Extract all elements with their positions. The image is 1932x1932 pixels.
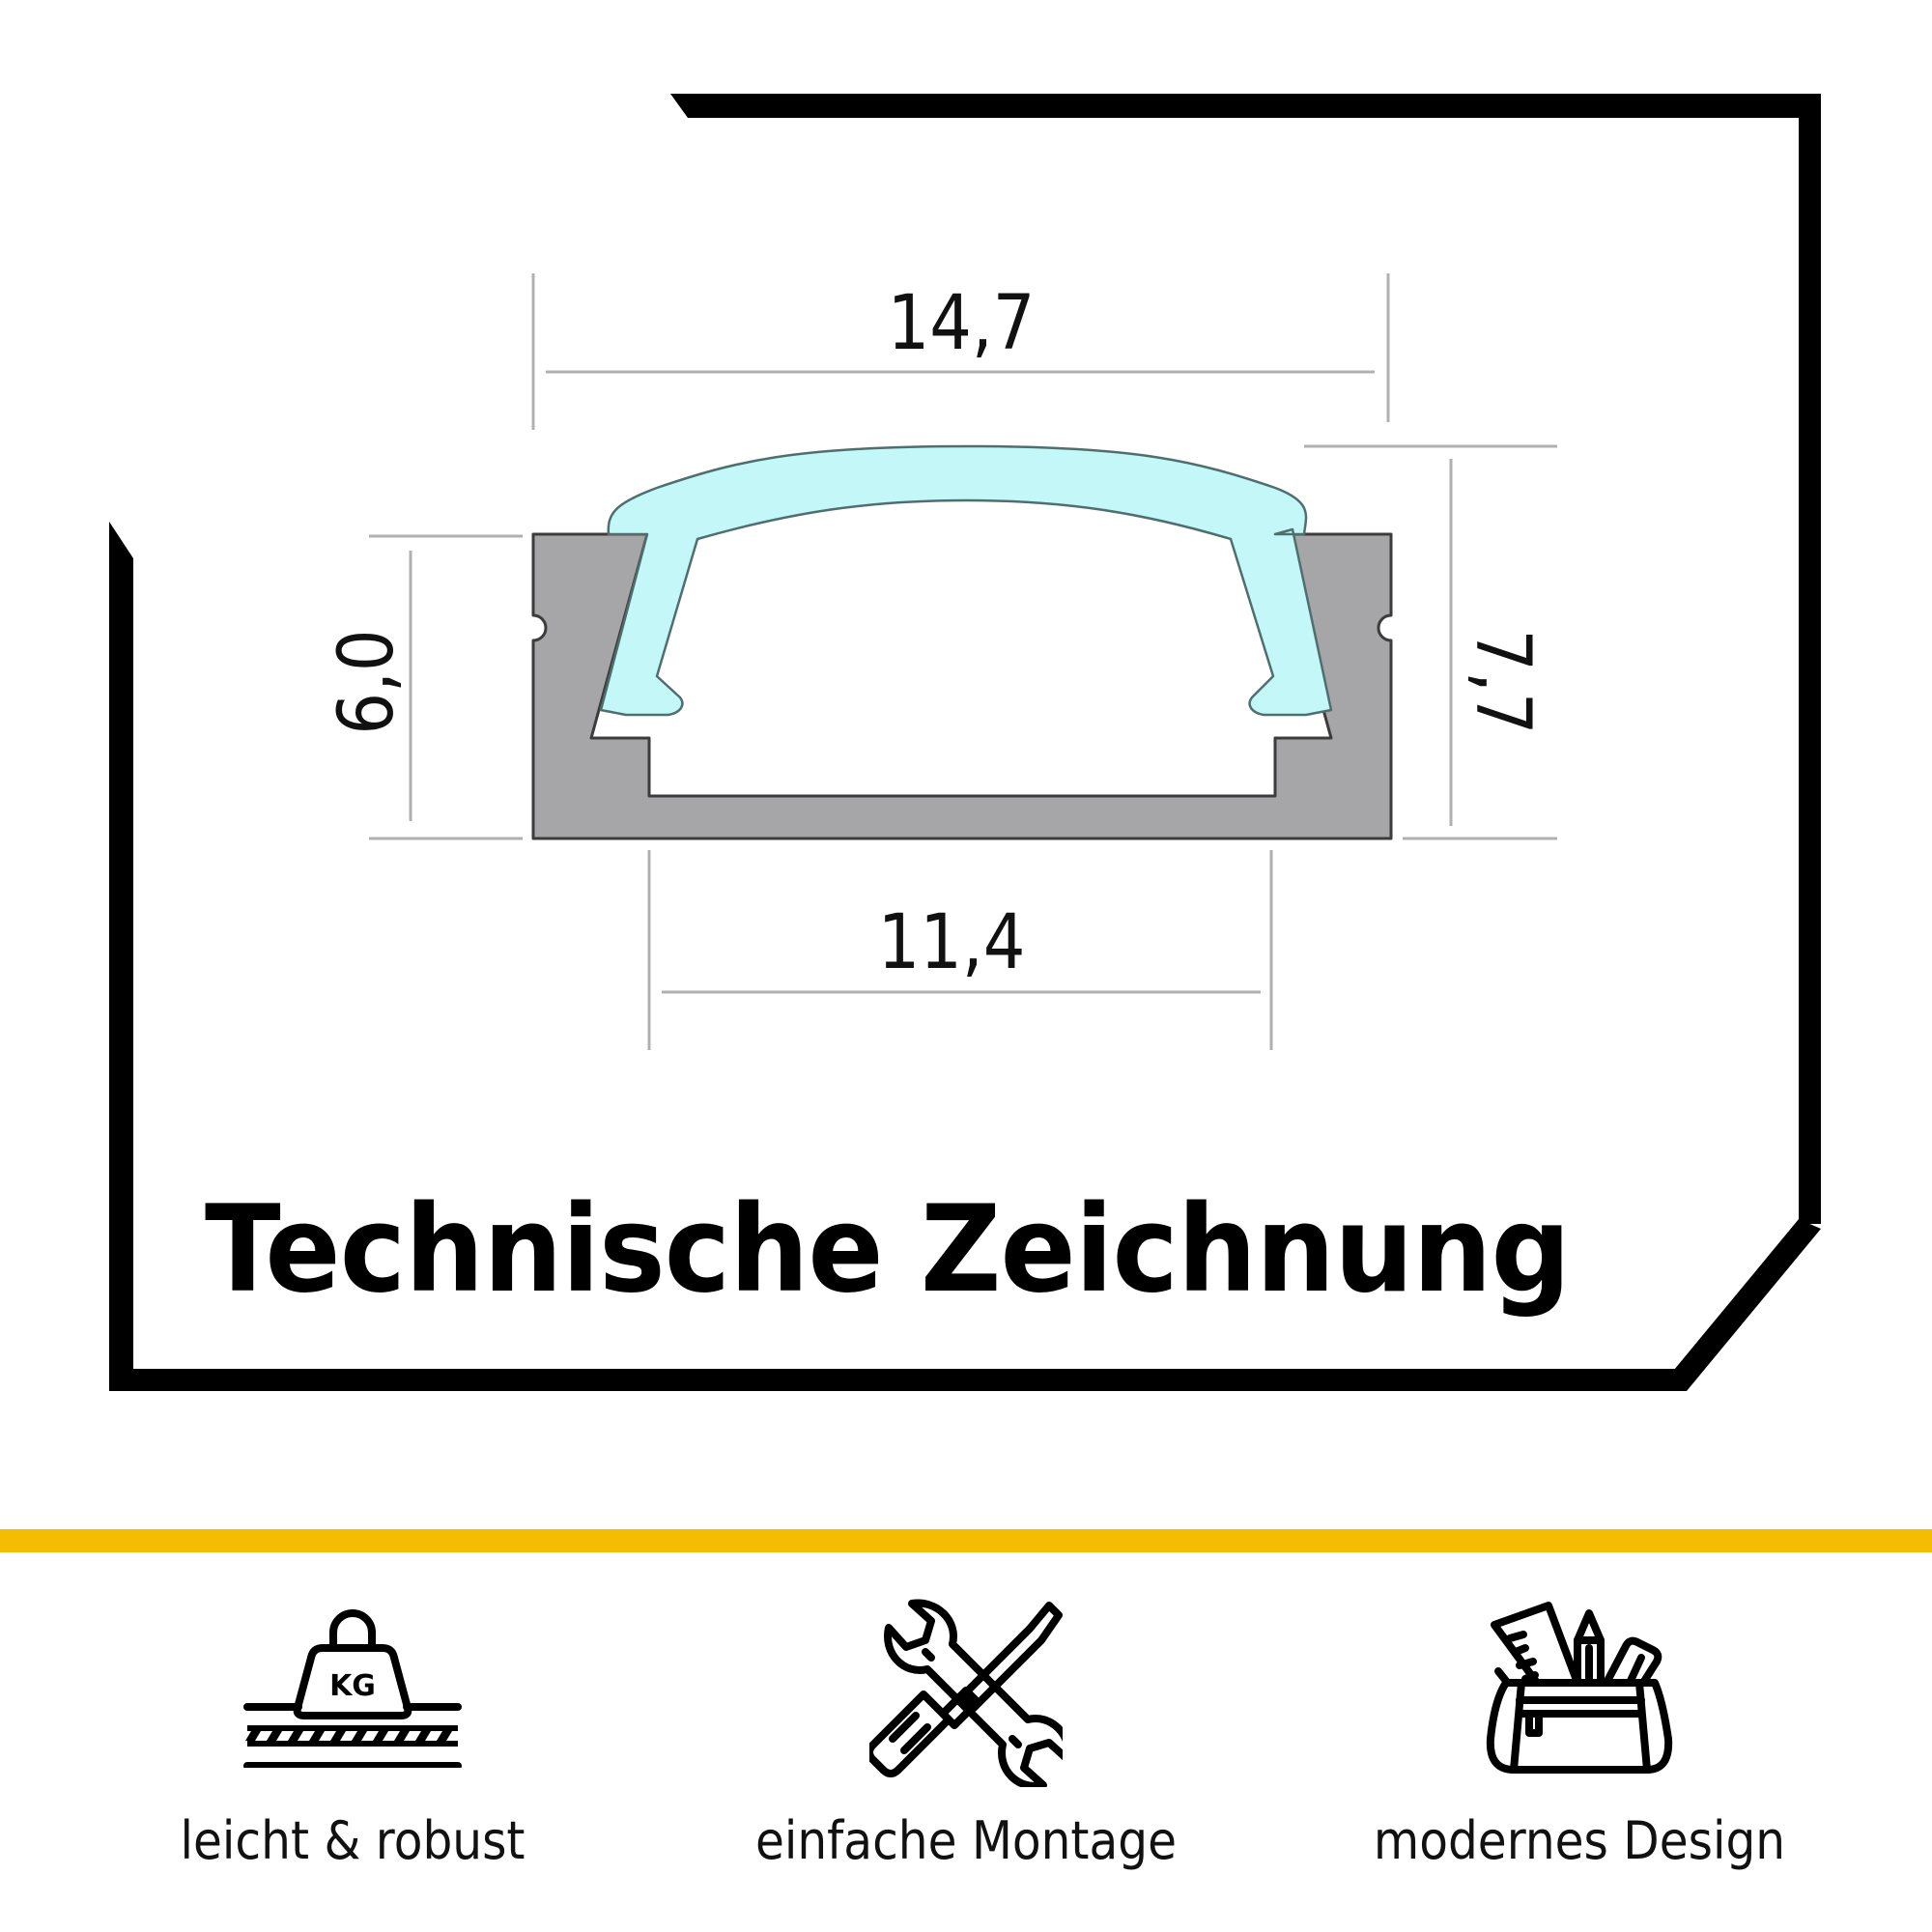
feature-light-robust: KG leicht & robust xyxy=(82,1594,623,1884)
diffuser-cover xyxy=(599,444,1333,717)
technical-drawing xyxy=(109,94,1821,1391)
wrench-screwdriver-icon xyxy=(869,1599,1063,1787)
dimension-top-width: 14,7 xyxy=(887,280,1036,367)
feature-label: modernes Design xyxy=(1373,1810,1786,1871)
dimension-lines xyxy=(369,273,1557,1050)
feature-easy-mounting: einfache Montage xyxy=(696,1594,1236,1884)
page-title: Technische Zeichnung xyxy=(205,1180,1571,1320)
dimension-left-height: 6,0 xyxy=(324,629,411,735)
frame-border xyxy=(109,94,1821,1391)
weight-kg-icon: KG xyxy=(243,1609,462,1768)
dimension-right-height: 7,7 xyxy=(1459,629,1546,735)
divider-bar xyxy=(0,1529,1932,1552)
feature-label: leicht & robust xyxy=(180,1810,526,1871)
dimension-bottom-width: 11,4 xyxy=(877,899,1026,986)
svg-text:KG: KG xyxy=(329,1669,376,1703)
pencil-case-icon xyxy=(1486,1602,1673,1774)
feature-modern-design: modernes Design xyxy=(1309,1594,1850,1884)
feature-label: einfache Montage xyxy=(754,1810,1178,1871)
